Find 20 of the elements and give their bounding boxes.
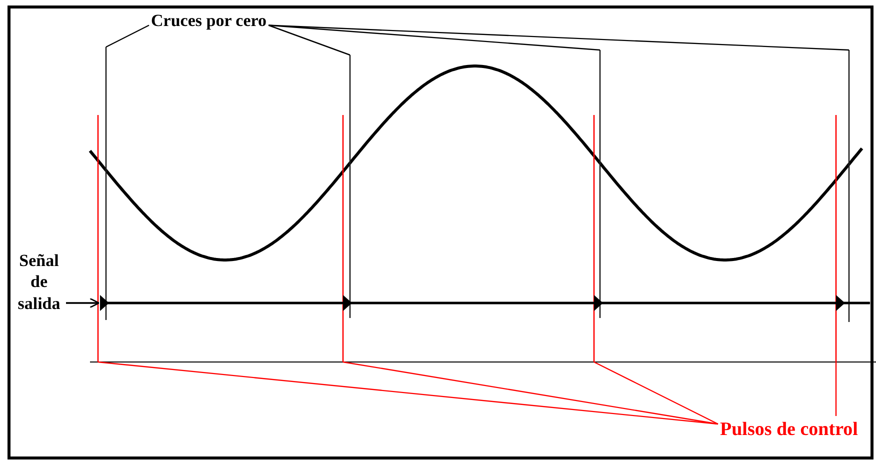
- leader-line: [835, 362, 837, 416]
- control-pulse-line: [835, 115, 837, 362]
- control-pulse-line: [593, 115, 595, 362]
- leader-line: [268, 24, 850, 51]
- leader-line: [268, 24, 350, 56]
- output-signal-line: [100, 295, 870, 311]
- callout-label: Pulsos de control: [720, 418, 858, 442]
- leader-line: [106, 24, 150, 48]
- zero-crossing-line: [105, 47, 107, 320]
- control-pulse-line: [97, 115, 99, 362]
- callout-label: Cruces por cero: [151, 10, 267, 32]
- zero-crossing-line: [848, 50, 850, 322]
- leader-line: [98, 361, 718, 425]
- leader-line: [594, 361, 718, 425]
- signal-label: Señal de salida: [14, 250, 64, 314]
- arrow: [66, 298, 100, 308]
- zero-crossing-line: [349, 55, 351, 318]
- control-pulse-line: [342, 115, 344, 362]
- zero-crossing-line: [599, 50, 601, 318]
- leader-line: [342, 361, 718, 425]
